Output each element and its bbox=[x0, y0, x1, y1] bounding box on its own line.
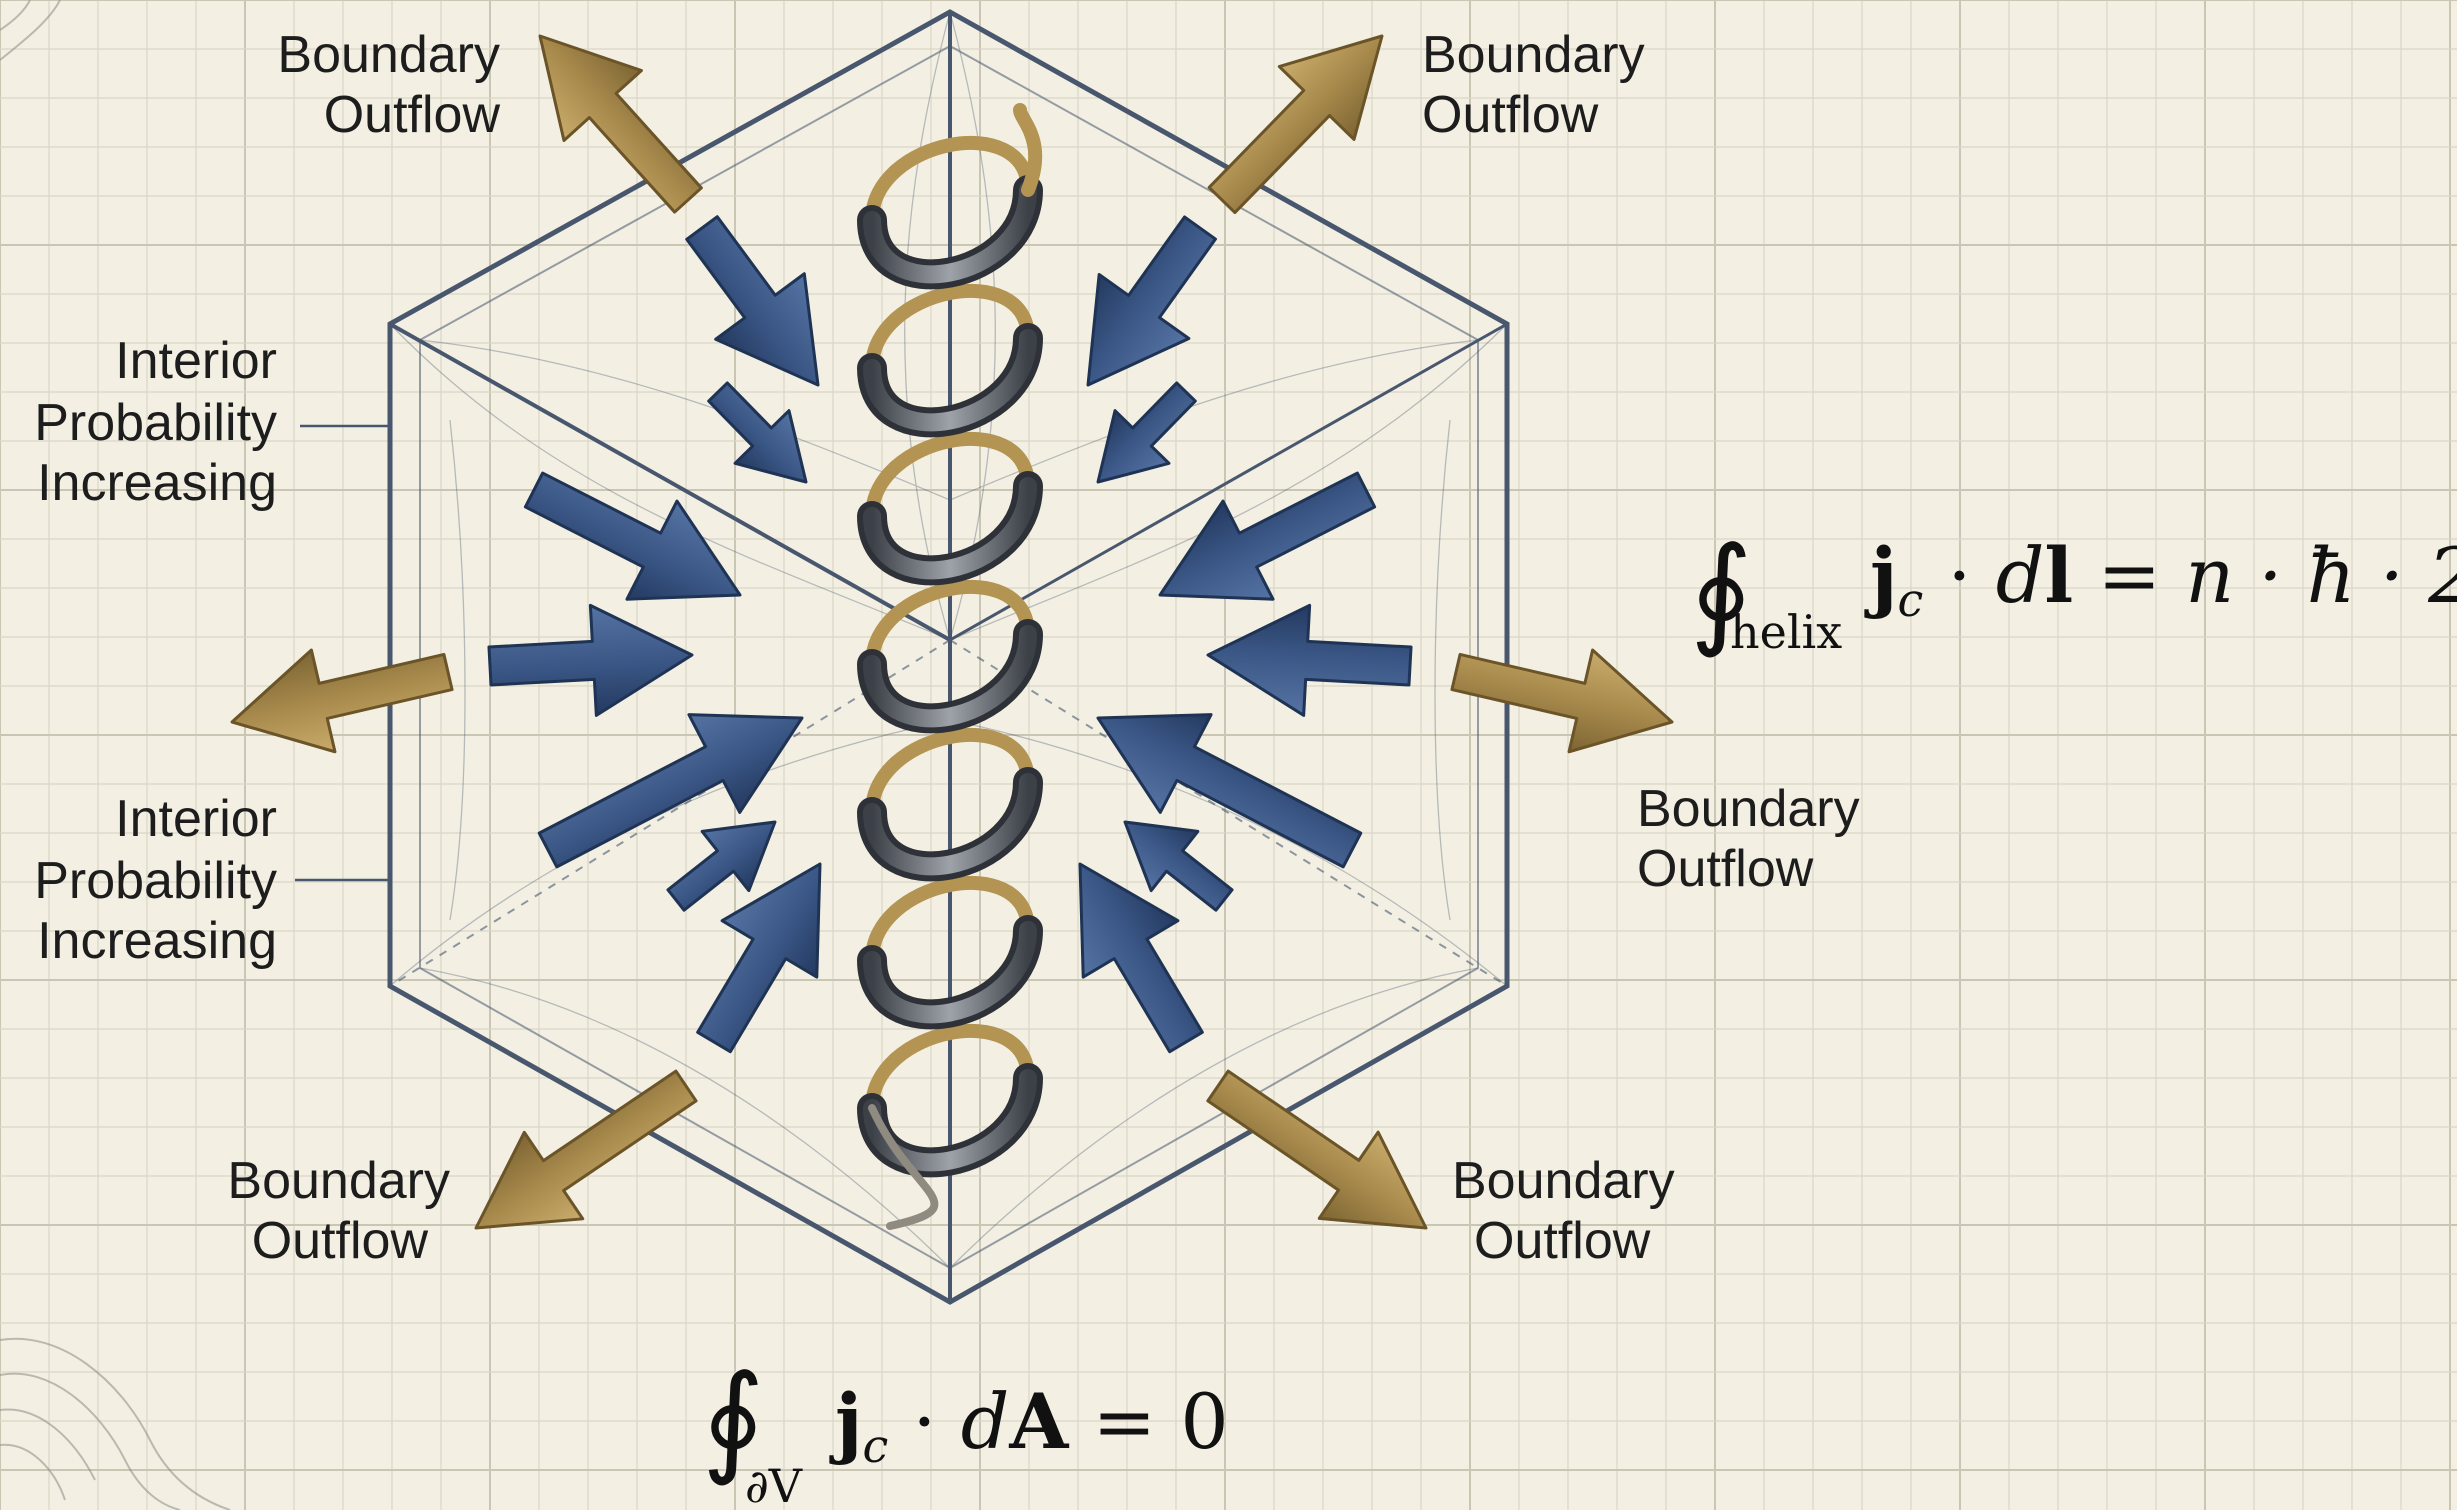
arrow-inward-icon bbox=[1096, 713, 1363, 869]
helix-back-strand bbox=[865, 876, 1035, 967]
arrow-inward-icon bbox=[1206, 603, 1413, 717]
outflow-arrows bbox=[230, 34, 1674, 1230]
label-line: Outflow bbox=[324, 86, 501, 144]
eq-l: l bbox=[2044, 531, 2073, 620]
label-line: Probability bbox=[34, 394, 277, 452]
arrow-inward-icon bbox=[685, 215, 820, 387]
eq-d: d bbox=[961, 1377, 1010, 1466]
label-line: Interior bbox=[115, 790, 277, 848]
label-top-right: Boundary Outflow bbox=[1422, 26, 1645, 144]
label-line: Boundary bbox=[1452, 1152, 1675, 1210]
eq-j: j bbox=[1864, 531, 1898, 620]
arrow-inward-icon bbox=[1078, 862, 1204, 1054]
helix-front-highlight bbox=[863, 921, 1037, 1024]
eq-j-sub: c bbox=[863, 1419, 889, 1473]
eq-dot: · bbox=[1923, 531, 1995, 620]
arrow-inward-icon bbox=[1123, 820, 1234, 912]
eq-j-sub: c bbox=[1898, 573, 1924, 627]
label-line: Outflow bbox=[1422, 86, 1599, 144]
surface-flux-equation: ∮ ∂V jc · dA = 0 bbox=[702, 1350, 1229, 1510]
helix-top-end bbox=[1013, 103, 1043, 197]
label-line: Outflow bbox=[1474, 1212, 1651, 1270]
helix-back-strand bbox=[865, 1024, 1035, 1115]
arrow-inward-icon bbox=[523, 471, 742, 601]
eq-j: j bbox=[829, 1377, 863, 1466]
label-line: Boundary bbox=[1422, 26, 1645, 84]
contour-integral-symbol: ∮ bbox=[702, 1350, 765, 1489]
inflow-arrows bbox=[487, 215, 1413, 1054]
helix-front-highlight bbox=[863, 181, 1037, 284]
helix-front-highlight bbox=[863, 329, 1037, 432]
arrow-outward-icon bbox=[1206, 1069, 1428, 1230]
label-line: Outflow bbox=[1637, 840, 1814, 898]
eq-d: d bbox=[1996, 531, 2045, 620]
helix-front-highlight bbox=[863, 773, 1037, 876]
label-line: Outflow bbox=[252, 1212, 429, 1270]
helix-bottom-end bbox=[868, 1104, 939, 1230]
helix-back-strand bbox=[865, 580, 1035, 671]
helix-front-highlight bbox=[863, 477, 1037, 580]
label-line: Interior bbox=[115, 332, 277, 390]
arrow-inward-icon bbox=[1086, 215, 1217, 387]
integral-subscript: ∂V bbox=[745, 1459, 803, 1510]
helix-front-highlight bbox=[863, 1069, 1037, 1172]
eq-A: A bbox=[1008, 1377, 1069, 1466]
arrow-inward-icon bbox=[537, 713, 804, 869]
arrow-inward-icon bbox=[1158, 471, 1377, 601]
eq-rhs: = 0 bbox=[1068, 1377, 1228, 1466]
integral-subscript: helix bbox=[1730, 605, 1842, 659]
label-bottom-right: Boundary Outflow bbox=[1452, 1152, 1675, 1270]
arrow-outward-icon bbox=[1207, 34, 1384, 215]
label-line: Probability bbox=[34, 852, 277, 910]
arrow-inward-icon bbox=[1096, 381, 1197, 484]
arrow-outward-icon bbox=[1450, 648, 1674, 754]
arrow-inward-icon bbox=[696, 862, 822, 1054]
leader-lines bbox=[295, 424, 390, 882]
label-line: Boundary bbox=[1637, 780, 1860, 838]
label-right: Boundary Outflow bbox=[1637, 780, 1860, 898]
label-line: Boundary bbox=[277, 26, 500, 84]
arrow-inward-icon bbox=[666, 820, 777, 912]
arrow-inward-icon bbox=[487, 603, 694, 717]
helix-coil-icon bbox=[857, 103, 1043, 1230]
helix-back-strand bbox=[865, 432, 1035, 523]
label-top-left: Boundary Outflow bbox=[277, 26, 500, 144]
helix-back-strand bbox=[865, 728, 1035, 819]
label-interior-lower: Interior Probability Increasing bbox=[34, 790, 277, 970]
contour-lines-decoration bbox=[0, 0, 231, 1510]
equation-body: jc · dl = n · ħ · 2π bbox=[1864, 531, 2457, 627]
label-line: Increasing bbox=[37, 454, 277, 512]
label-line: Increasing bbox=[37, 912, 277, 970]
arrow-outward-icon bbox=[538, 34, 703, 214]
arrow-outward-icon bbox=[230, 648, 454, 754]
label-interior-upper: Interior Probability Increasing bbox=[34, 332, 277, 512]
equation-body: jc · dA = 0 bbox=[829, 1377, 1229, 1473]
eq-rhs: = n · ħ · 2π bbox=[2073, 531, 2457, 620]
helix-back-strand bbox=[865, 136, 1035, 227]
helix-front-highlight bbox=[863, 625, 1037, 728]
eq-dot: · bbox=[888, 1377, 960, 1466]
arrow-inward-icon bbox=[707, 381, 808, 484]
label-line: Boundary bbox=[227, 1152, 450, 1210]
contour-integral-symbol: ∮ bbox=[1690, 522, 1753, 661]
label-bottom-left: Boundary Outflow bbox=[227, 1152, 450, 1270]
helix-back-strand bbox=[865, 284, 1035, 375]
helix-circulation-equation: ∮ helix jc · dl = n · ħ · 2π bbox=[1690, 522, 2457, 661]
arrow-outward-icon bbox=[474, 1069, 698, 1230]
